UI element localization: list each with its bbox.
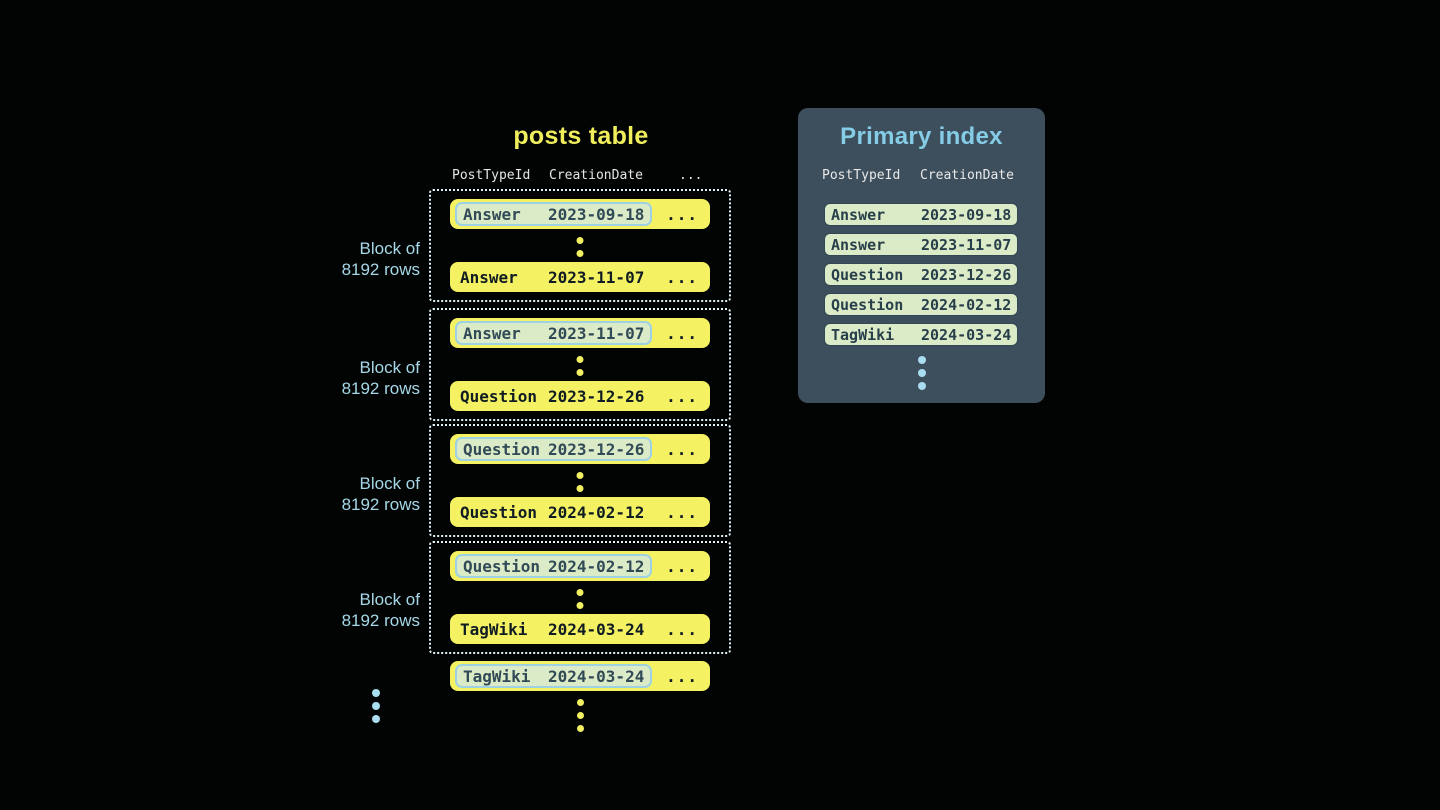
row-posttypeid: Answer: [831, 235, 886, 254]
posts-table-title: posts table: [513, 122, 649, 150]
index-row: Question 2023-12-26: [824, 263, 1018, 286]
block-size-label: Block of 8192 rows: [300, 238, 420, 280]
row-posttypeid: TagWiki: [460, 619, 528, 639]
table-row-highlighted: Question 2024-02-12 ...: [450, 551, 710, 581]
posts-header-ellipsis: ...: [679, 168, 703, 183]
row-ellipsis: ...: [666, 666, 698, 686]
table-row-highlighted: Answer 2023-09-18 ...: [450, 199, 710, 229]
block-size-label: Block of 8192 rows: [300, 473, 420, 515]
row-posttypeid: TagWiki: [463, 666, 531, 686]
table-block-4: Question 2024-02-12 ... TagWiki 2024-03-…: [429, 541, 731, 654]
block-label-line2: 8192 rows: [341, 611, 420, 630]
more-index-entries-dots: [917, 353, 926, 392]
row-creationdate: 2024-02-12: [921, 295, 1012, 314]
table-row-highlighted: Answer 2023-11-07 ...: [450, 318, 710, 348]
row-creationdate: 2023-11-07: [548, 323, 645, 343]
table-row-highlighted: TagWiki 2024-03-24 ...: [450, 661, 710, 691]
row-posttypeid: Answer: [831, 205, 886, 224]
primary-index-panel: Primary index PostTypeId CreationDate An…: [798, 108, 1045, 403]
block-size-label: Block of 8192 rows: [300, 357, 420, 399]
index-entry-highlight: Question 2023-12-26: [455, 437, 653, 461]
posts-header-creationdate: CreationDate: [549, 168, 643, 183]
row-creationdate: 2024-02-12: [548, 502, 645, 522]
row-ellipsis: ...: [666, 323, 698, 343]
index-entry-highlight: Answer 2023-09-18: [455, 202, 653, 226]
index-row: Answer 2023-09-18: [824, 203, 1018, 226]
row-posttypeid: Question: [831, 265, 904, 284]
block-label-line1: Block of: [359, 474, 420, 493]
row-creationdate: 2023-11-07: [921, 235, 1012, 254]
row-posttypeid: Question: [460, 386, 538, 406]
more-rows-dots: [577, 696, 584, 735]
block-label-line2: 8192 rows: [341, 260, 420, 279]
block-label-line2: 8192 rows: [341, 379, 420, 398]
next-block-first-row: TagWiki 2024-03-24 ...: [431, 653, 733, 699]
row-ellipsis: ...: [666, 204, 698, 224]
block-label-line1: Block of: [359, 239, 420, 258]
row-posttypeid: Question: [460, 502, 538, 522]
row-ellipsis: ...: [666, 439, 698, 459]
row-posttypeid: Question: [831, 295, 904, 314]
row-creationdate: 2023-09-18: [921, 205, 1012, 224]
row-creationdate: 2023-12-26: [548, 386, 645, 406]
table-block-1: Answer 2023-09-18 ... Answer 2023-11-07 …: [429, 189, 731, 302]
table-row: Question 2023-12-26 ...: [450, 381, 710, 411]
row-creationdate: 2024-02-12: [548, 556, 645, 576]
block-label-line2: 8192 rows: [341, 495, 420, 514]
table-block-3: Question 2023-12-26 ... Question 2024-02…: [429, 424, 731, 537]
block-label-line1: Block of: [359, 590, 420, 609]
table-row: Answer 2023-11-07 ...: [450, 262, 710, 292]
row-ellipsis: ...: [666, 556, 698, 576]
index-entry-highlight: Answer 2023-11-07: [455, 321, 653, 345]
row-posttypeid: TagWiki: [831, 325, 895, 344]
table-row: TagWiki 2024-03-24 ...: [450, 614, 710, 644]
index-entry-highlight: TagWiki 2024-03-24: [455, 664, 653, 688]
row-posttypeid: Answer: [463, 323, 521, 343]
row-ellipsis: ...: [666, 267, 698, 287]
more-blocks-dots: [372, 686, 380, 725]
index-header-creationdate: CreationDate: [920, 168, 1014, 183]
table-block-2: Answer 2023-11-07 ... Question 2023-12-2…: [429, 308, 731, 421]
posts-header-posttypeid: PostTypeId: [452, 168, 531, 183]
row-ellipsis: ...: [666, 386, 698, 406]
row-creationdate: 2024-03-24: [548, 666, 645, 686]
index-row: TagWiki 2024-03-24: [824, 323, 1018, 346]
index-row: Answer 2023-11-07: [824, 233, 1018, 256]
primary-index-title: Primary index: [840, 123, 1003, 150]
index-entry-highlight: Question 2024-02-12: [455, 554, 653, 578]
row-posttypeid: Question: [463, 439, 541, 459]
index-header-posttypeid: PostTypeId: [822, 168, 901, 183]
row-creationdate: 2023-09-18: [548, 204, 645, 224]
row-posttypeid: Answer: [460, 267, 518, 287]
row-creationdate: 2023-11-07: [548, 267, 645, 287]
row-posttypeid: Answer: [463, 204, 521, 224]
row-ellipsis: ...: [666, 502, 698, 522]
row-ellipsis: ...: [666, 619, 698, 639]
row-creationdate: 2023-12-26: [548, 439, 645, 459]
block-label-line1: Block of: [359, 358, 420, 377]
row-posttypeid: Question: [463, 556, 541, 576]
row-creationdate: 2024-03-24: [921, 325, 1012, 344]
index-row: Question 2024-02-12: [824, 293, 1018, 316]
table-row-highlighted: Question 2023-12-26 ...: [450, 434, 710, 464]
table-row: Question 2024-02-12 ...: [450, 497, 710, 527]
block-size-label: Block of 8192 rows: [300, 589, 420, 631]
row-creationdate: 2024-03-24: [548, 619, 645, 639]
row-creationdate: 2023-12-26: [921, 265, 1012, 284]
